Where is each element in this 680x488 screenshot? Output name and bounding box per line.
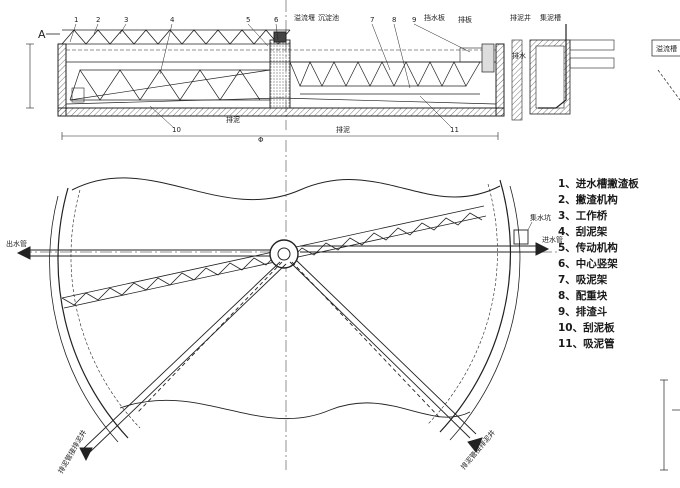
legend-item: 6、中心竖架 bbox=[558, 258, 618, 270]
part-number-7: 7 bbox=[370, 16, 374, 24]
label-sludge-well: 排泥井 bbox=[510, 13, 531, 22]
tank-right-wall bbox=[495, 43, 505, 117]
legend-item: 7、吸泥架 bbox=[558, 274, 608, 286]
label-sludge-discharge-2: 排泥 bbox=[336, 125, 350, 134]
part-number-2: 2 bbox=[96, 16, 100, 24]
section-marker: A bbox=[38, 28, 46, 41]
legend-item: 11、吸泥管 bbox=[558, 338, 615, 350]
tank-outer-arc bbox=[57, 187, 129, 439]
scraper-frame bbox=[69, 69, 271, 103]
sludge-pipes bbox=[79, 259, 483, 462]
side-detail: 溢流槽 bbox=[651, 39, 680, 471]
section-view: A bbox=[26, 13, 615, 144]
legend: 1、进水槽撇渣板 2、撇渣机构 3、工作桥 4、刮泥架 5、传动机构 6、中心竖… bbox=[558, 176, 676, 352]
label-diameter: Φ bbox=[258, 136, 264, 144]
part-number-8: 8 bbox=[392, 16, 396, 24]
part-number-1: 1 bbox=[74, 16, 78, 24]
part-number-6: 6 bbox=[274, 16, 279, 24]
part-number-5: 5 bbox=[246, 16, 250, 24]
label-board: 排板 bbox=[458, 15, 472, 24]
center-column bbox=[269, 39, 291, 109]
work-bridge-truss bbox=[61, 29, 291, 45]
break-line bbox=[71, 177, 501, 200]
part-number-4: 4 bbox=[170, 16, 175, 24]
drain-box-label: 集水坑 bbox=[530, 213, 551, 222]
drain-box bbox=[513, 229, 529, 245]
tank-left-wall bbox=[57, 43, 67, 117]
legend-item: 5、传动机构 bbox=[558, 242, 618, 254]
label-baffle: 挡水板 bbox=[424, 13, 445, 22]
label-collection-trough: 集泥槽 bbox=[540, 13, 561, 22]
sludge-well-section bbox=[511, 24, 615, 121]
inlet-pipe-label: 进水管 bbox=[542, 235, 563, 244]
legend-item: 2、撇渣机构 bbox=[558, 194, 618, 206]
sludge-pipe-right-label: 排泥管接排泥井 bbox=[459, 428, 497, 471]
side-label: 溢流槽 bbox=[656, 44, 677, 53]
legend-item: 10、刮泥板 bbox=[558, 322, 615, 334]
outlet-pipe-label: 出水管 bbox=[6, 239, 27, 248]
label-overflow-weir: 溢流堰 bbox=[294, 13, 315, 22]
suction-frame bbox=[289, 43, 495, 95]
part-number-11: 11 bbox=[450, 126, 459, 134]
part-number-3: 3 bbox=[124, 16, 128, 24]
legend-item: 3、工作桥 bbox=[558, 210, 608, 222]
part-number-9: 9 bbox=[412, 16, 416, 24]
legend-item: 9、排渣斗 bbox=[558, 306, 608, 318]
label-settling-tank: 沉淀池 bbox=[318, 13, 339, 22]
legend-item: 1、进水槽撇渣板 bbox=[558, 178, 639, 190]
legend-item: 4、刮泥架 bbox=[558, 226, 608, 238]
legend-item: 8、配重块 bbox=[558, 290, 608, 302]
tank-bottom bbox=[57, 107, 505, 117]
label-sludge-discharge-1: 排泥 bbox=[226, 115, 240, 124]
part-number-10: 10 bbox=[172, 126, 181, 134]
